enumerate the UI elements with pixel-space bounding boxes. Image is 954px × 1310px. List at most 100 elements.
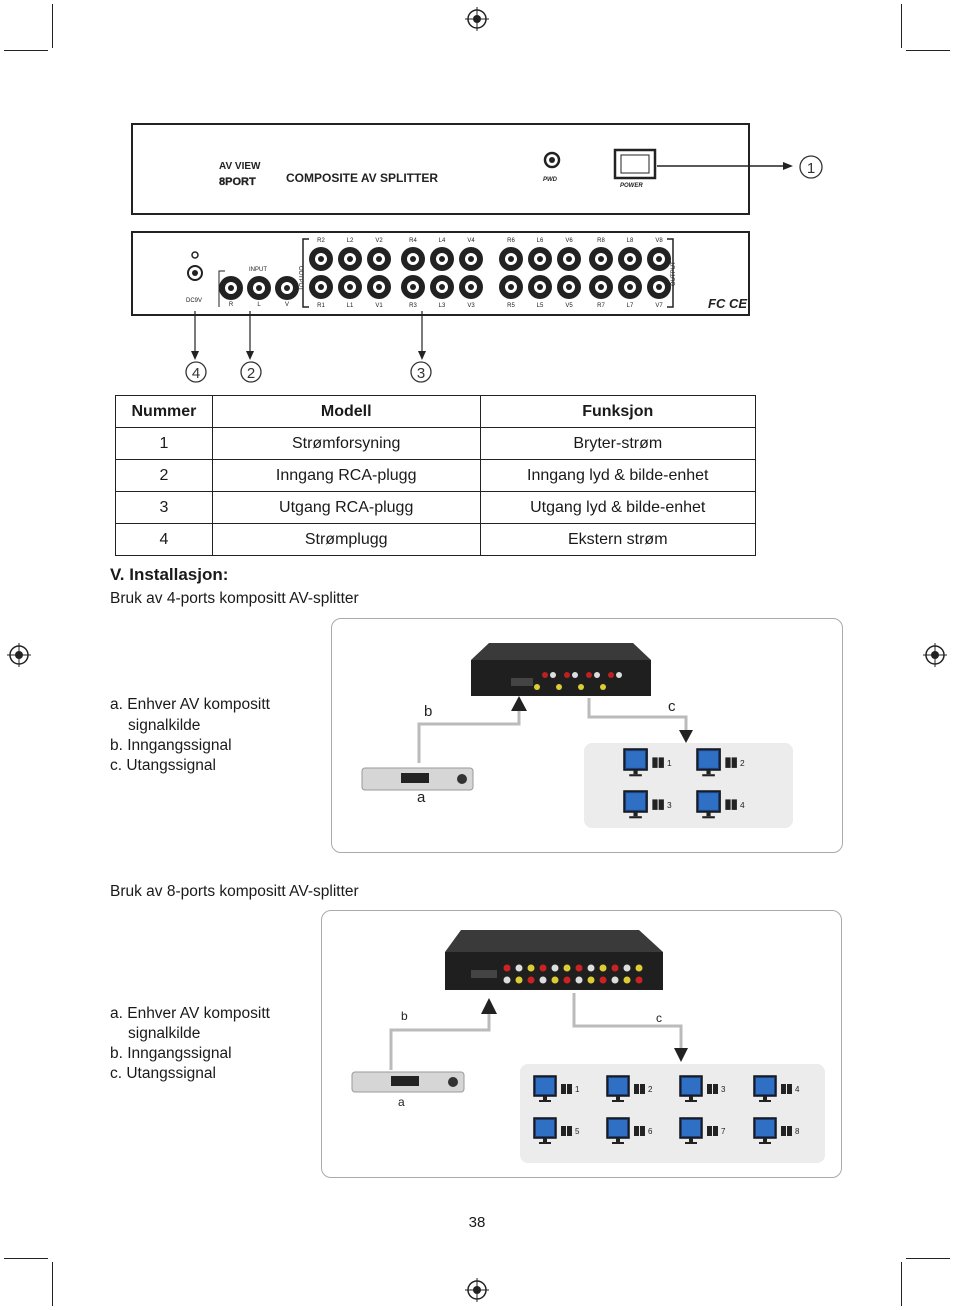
callout-1-icon [799,155,823,179]
callout-2-icon [240,361,262,383]
table-cell: Strømplugg [211,523,481,556]
callout-2-label: 2 [247,365,255,382]
splitter-device-icon [471,643,651,660]
monitor-icon: 5 [533,1117,580,1144]
product-name: COMPOSITE AV SPLITTER [286,171,438,185]
monitor-icon: 1 [533,1075,580,1102]
crop-mark [906,1258,950,1259]
header-nummer: Nummer [115,395,213,428]
table-cell: 4 [115,523,213,556]
crop-mark [901,4,902,48]
monitor-icon: 6 [606,1117,653,1144]
cert-label: FC CE [708,296,747,311]
table-row: 2 Inngang RCA-plugg Inngang lyd & bilde-… [115,459,756,492]
output-port-label: V6 [565,238,573,244]
crop-mark [901,1262,902,1306]
monitor-number-label: 1 [667,758,672,768]
monitor-number-label: 2 [648,1085,653,1094]
registration-mark-icon [923,643,947,667]
callout-3-icon [410,361,432,383]
figure8-label-b: b [401,1009,408,1023]
monitor-number-label: 6 [648,1127,653,1136]
page-number: 38 [468,1214,486,1231]
crop-mark [4,50,48,51]
monitor-icon: 4 [696,790,745,819]
header-modell: Modell [211,395,481,428]
monitor-number-label: 3 [721,1085,726,1094]
table-cell: 2 [115,459,213,492]
monitor-number-label: 7 [721,1127,726,1136]
output-port-label: L4 [439,238,446,244]
output-label-right: OUTPUT [671,261,677,286]
monitor-number-label: 4 [740,800,745,810]
legend-b: b. Inngangssignal [110,737,232,754]
figure8-label-c: c [656,1011,662,1025]
header-funksjon: Funksjon [479,395,756,428]
legend-a-line1: a. Enhver AV kompositt [110,696,270,713]
back-panel [131,231,750,316]
figure8-label-a: a [398,1095,405,1109]
callout-4-label: 4 [192,365,200,382]
table-cell: Ekstern strøm [479,523,756,556]
output-port-label: L5 [537,303,544,309]
table-cell: 1 [115,427,213,460]
output-port-label: R6 [507,238,515,244]
parts-table: Nummer Modell Funksjon 1 Strømforsyning … [115,395,756,556]
monitor-number-label: 2 [740,758,745,768]
table-header-row: Nummer Modell Funksjon [115,395,756,428]
registration-mark-icon [465,7,489,31]
table-row: 1 Strømforsyning Bryter-strøm [115,427,756,460]
output-port-label: V1 [375,303,383,309]
brand-line1: AV VIEW [219,161,261,172]
legend-a-line2: signalkilde [128,717,201,734]
output-port-label: L8 [627,238,634,244]
output-port-label: V4 [467,238,475,244]
monitor-icon: 2 [606,1075,653,1102]
figure4-label-c: c [668,698,676,715]
output-port-label: R3 [409,303,417,309]
table-cell: Bryter-strøm [479,427,756,460]
table-cell: Utgang lyd & bilde-enhet [479,491,756,524]
monitor-icon: 2 [696,748,745,777]
monitor-icon: 1 [623,748,672,777]
table-cell: Strømforsyning [211,427,481,460]
crop-mark [52,4,53,48]
legend-a-line1: a. Enhver AV kompositt [110,1005,270,1022]
output-port-label: V7 [655,303,663,309]
splitter-device-icon [445,930,663,952]
output-port-label: R1 [317,303,325,309]
monitor-number-label: 3 [667,800,672,810]
input-port-label: V [285,302,289,308]
output-port-label: V5 [565,303,573,309]
output-port-label: L1 [347,303,354,309]
monitor-icon: 3 [679,1075,726,1102]
front-panel-graphics: AV VIEW 8PORT COMPOSITE AV SPLITTER PWD … [219,148,823,189]
output-port-label: L2 [347,238,354,244]
callout-4-icon [185,361,207,383]
monitor-number-label: 5 [575,1127,580,1136]
input-port-label: L [257,302,261,308]
input-port-label: R [229,302,234,308]
output-port-label: V2 [375,238,383,244]
screw-icon [191,251,199,259]
output-port-label: L6 [537,238,544,244]
registration-mark-icon [7,643,31,667]
brand-line2: 8PORT [219,176,256,188]
crop-mark [4,1258,48,1259]
table-row: 3 Utgang RCA-plugg Utgang lyd & bilde-en… [115,491,756,524]
table-cell: Utgang RCA-plugg [211,491,481,524]
usage-4port-text: Bruk av 4-ports kompositt AV-splitter [110,590,359,607]
callout-1-label: 1 [807,160,815,177]
table-row: 4 Strømplugg Ekstern strøm [115,523,756,556]
monitor-icon: 7 [679,1117,726,1144]
power-label: POWER [620,183,643,189]
crop-mark [906,50,950,51]
crop-mark [52,1262,53,1306]
table-cell: 3 [115,491,213,524]
table-cell: Inngang RCA-plugg [211,459,481,492]
output-port-label: V8 [655,238,663,244]
monitor-icon: 3 [623,790,672,819]
